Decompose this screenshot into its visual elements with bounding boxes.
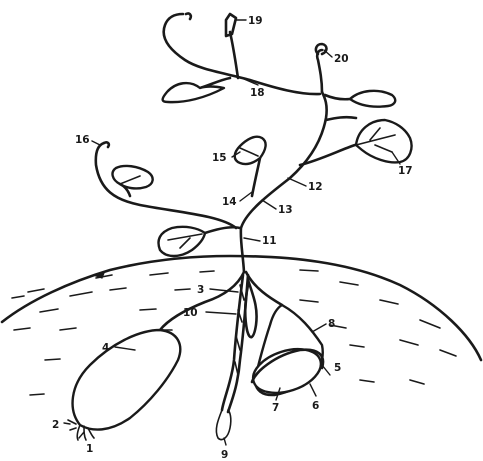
label-13: 13 [278,204,293,216]
label-20: 20 [334,53,349,65]
label-3: 3 [197,284,204,296]
leaf-right [356,120,412,162]
roots [68,272,326,440]
label-2: 2 [52,419,59,431]
label-14: 14 [222,196,237,208]
label-19: 19 [248,15,263,27]
label-11: 11 [262,235,277,247]
leaf-center [235,137,266,164]
label-5: 5 [334,362,341,374]
leaf-upper-left [163,83,224,102]
label-9: 9 [221,449,228,461]
label-7: 7 [272,402,279,414]
leaves [113,83,412,256]
label-4: 4 [102,342,109,354]
label-8: 8 [328,318,335,330]
leaf-left-upper [113,166,153,189]
label-15: 15 [212,152,227,164]
label-18: 18 [250,87,265,99]
leaf-upper-right [350,91,395,107]
label-17: 17 [398,165,413,177]
label-16: 16 [75,134,90,146]
label-6: 6 [312,400,319,412]
label-1: 1 [86,443,93,455]
label-10: 10 [183,307,198,319]
label-12: 12 [308,181,323,193]
leaf-left-lower [159,227,206,256]
